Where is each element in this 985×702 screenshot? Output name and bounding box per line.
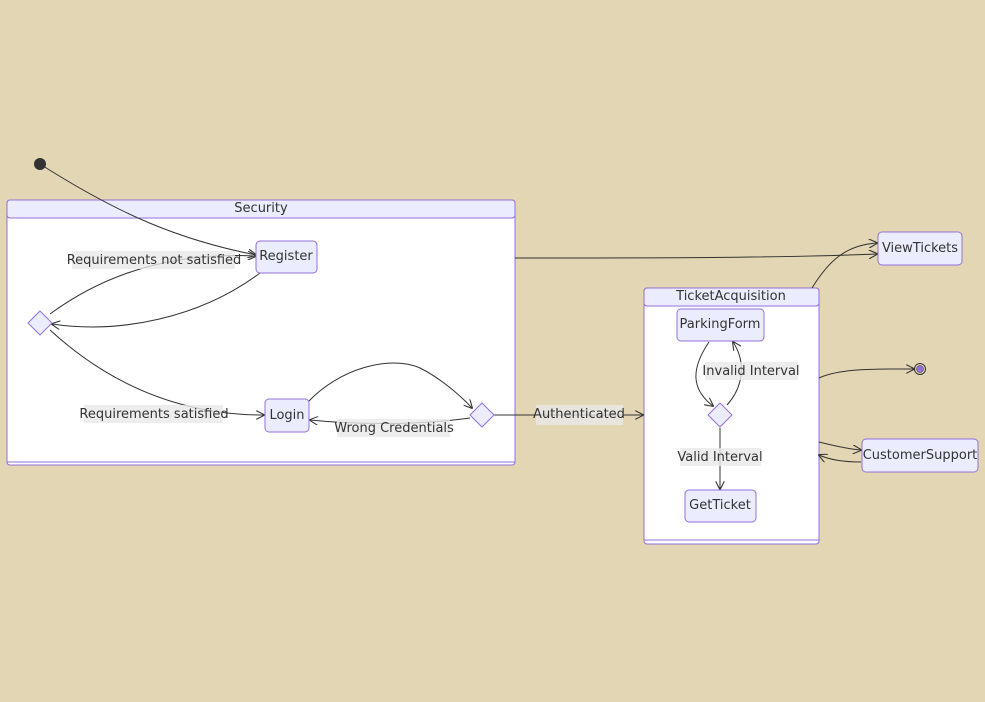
label-wrong-credentials-text: Wrong Credentials xyxy=(334,421,454,436)
label-authenticated: Authenticated xyxy=(533,405,625,425)
choice-credentials[interactable] xyxy=(469,402,495,428)
edge-support-ticket xyxy=(819,455,862,463)
state-login[interactable]: Login xyxy=(264,398,310,433)
label-requirements-not-satisfied-text: Requirements not satisfied xyxy=(67,253,242,268)
ticket-acquisition-title: TicketAcquisition xyxy=(675,289,786,304)
edge-ticket-end xyxy=(818,369,914,379)
choice-requirements[interactable] xyxy=(27,310,53,336)
start-node xyxy=(34,158,46,170)
edge-choice-login xyxy=(49,329,264,415)
state-login-label: Login xyxy=(269,408,304,423)
edge-ticket-support xyxy=(818,441,861,450)
edge-login-choice xyxy=(307,362,472,408)
state-customer-support[interactable]: CustomerSupport xyxy=(861,438,979,473)
label-authenticated-text: Authenticated xyxy=(533,407,625,422)
label-invalid-interval-text: Invalid Interval xyxy=(702,364,799,379)
state-get-ticket-label: GetTicket xyxy=(689,498,751,513)
label-valid-interval-text: Valid Interval xyxy=(677,450,762,465)
label-requirements-satisfied: Requirements satisfied xyxy=(79,405,229,423)
state-parking-form[interactable]: ParkingForm xyxy=(676,308,765,342)
state-register-label: Register xyxy=(259,249,313,264)
edge-parking-choice xyxy=(695,341,713,406)
state-get-ticket[interactable]: GetTicket xyxy=(684,489,757,523)
edge-start-register xyxy=(39,163,256,255)
state-customer-support-label: CustomerSupport xyxy=(863,448,978,463)
edge-register-choice xyxy=(52,272,261,327)
end-node xyxy=(914,363,926,375)
state-view-tickets[interactable]: ViewTickets xyxy=(877,231,963,266)
state-view-tickets-label: ViewTickets xyxy=(882,241,958,256)
choice-interval[interactable] xyxy=(707,402,733,428)
security-title: Security xyxy=(234,201,288,216)
label-wrong-credentials: Wrong Credentials xyxy=(334,419,454,437)
label-requirements-satisfied-text: Requirements satisfied xyxy=(79,407,228,422)
label-valid-interval: Valid Interval xyxy=(677,448,763,466)
edge-security-viewtickets xyxy=(514,254,877,258)
label-invalid-interval: Invalid Interval xyxy=(702,362,800,380)
state-register[interactable]: Register xyxy=(255,240,318,274)
edge-ticket-viewtickets xyxy=(811,243,877,289)
label-requirements-not-satisfied: Requirements not satisfied xyxy=(67,251,242,269)
state-parking-form-label: ParkingForm xyxy=(680,317,761,332)
